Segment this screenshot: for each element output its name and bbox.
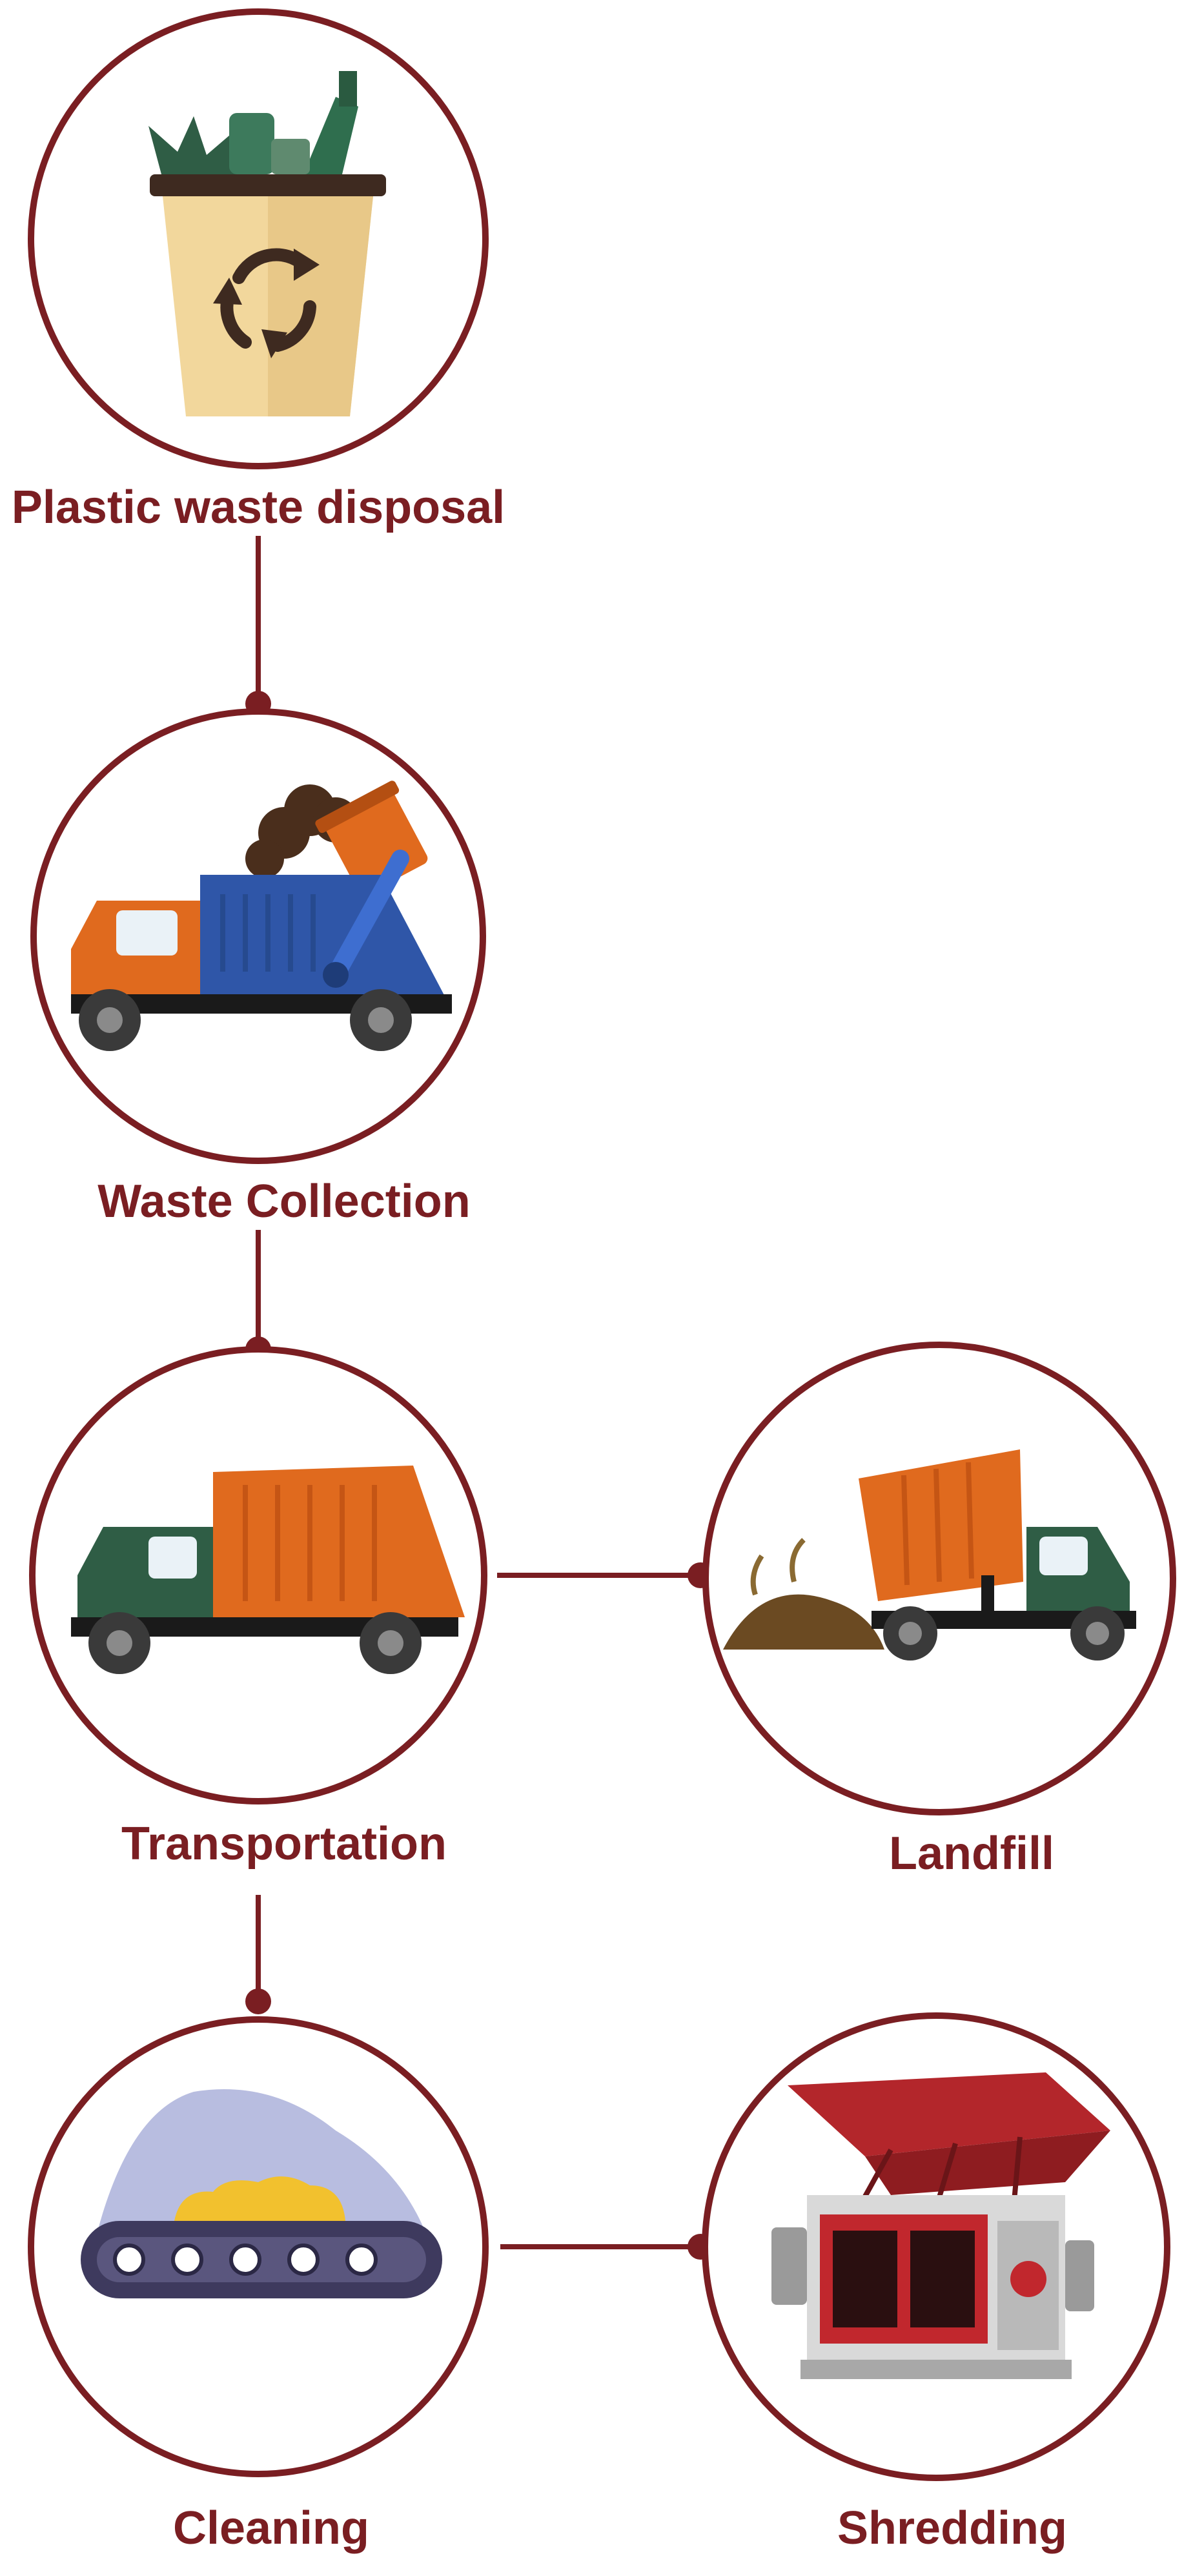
garbage-truck-icon [71,1466,465,1674]
node-label: Transportation [121,1818,447,1870]
industrial-shredder-icon [771,2072,1110,2379]
connector-dot [245,1988,271,2014]
node-cleaning: Cleaning [28,2016,489,2554]
node-label: Plastic waste disposal [12,482,505,533]
dump-truck-unloading-icon [723,1449,1136,1661]
recycle-bin-icon [148,71,386,416]
node-landfill: Landfill [702,1342,1176,1879]
node-shredding: Shredding [702,2012,1170,2554]
node-label: Shredding [837,2502,1067,2554]
garbage-truck-loading-icon [71,781,452,1051]
node-transportation: Transportation [29,1346,487,1870]
node-label: Waste Collection [97,1176,470,1227]
connectors [256,536,700,2249]
node-label: Cleaning [173,2502,369,2554]
node-waste-collection: Waste Collection [30,708,486,1227]
node-plastic-waste-disposal: Plastic waste disposal [12,8,505,533]
conveyor-belt-icon [81,2089,442,2298]
node-label: Landfill [889,1828,1054,1879]
